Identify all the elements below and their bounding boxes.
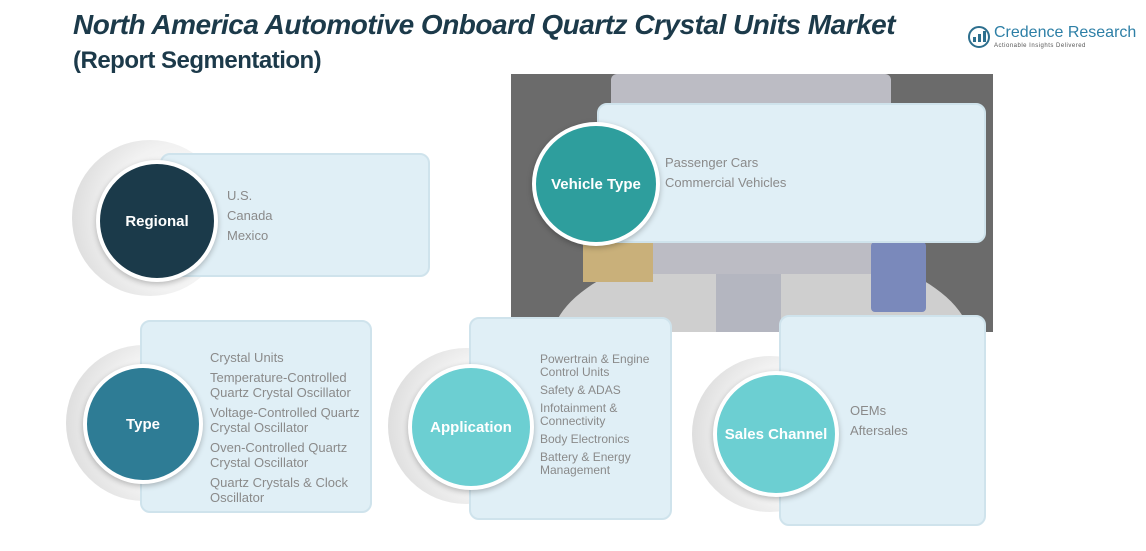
list-item: Canada: [227, 208, 273, 223]
application-items: Powertrain & Engine Control Units Safety…: [540, 353, 665, 482]
list-item: U.S.: [227, 188, 253, 203]
type-circle: Type: [83, 364, 203, 484]
list-item: Oven-Controlled Quartz Crystal Oscillato…: [210, 440, 348, 470]
sales-circle: Sales Channel: [713, 371, 839, 497]
bar-chart-icon: [968, 26, 990, 48]
regional-items: U.S. Canada Mexico: [227, 188, 273, 248]
sales-items: OEMs Aftersales: [850, 403, 908, 443]
title-sub: (Report Segmentation): [73, 47, 322, 74]
vehicle-circle: Vehicle Type: [532, 122, 660, 246]
application-circle: Application: [408, 364, 534, 490]
logo-name: Credence Research: [994, 24, 1137, 41]
list-item: Powertrain & Engine Control Units: [540, 352, 650, 379]
list-item: Voltage-Controlled Quartz Crystal Oscill…: [210, 405, 360, 435]
vehicle-card: [597, 103, 986, 243]
credence-logo: Credence Research Actionable Insights De…: [968, 24, 1136, 50]
list-item: Mexico: [227, 228, 269, 243]
list-item: Aftersales: [850, 423, 908, 438]
list-item: Quartz Crystals & Clock Oscillator: [210, 475, 348, 505]
logo-tagline: Actionable Insights Delivered: [994, 43, 1086, 49]
title-main: North America Automotive Onboard Quartz …: [73, 9, 896, 40]
list-item: OEMs: [850, 403, 887, 418]
list-item: Battery & Energy Management: [540, 450, 631, 477]
vehicle-items: Passenger Cars Commercial Vehicles: [665, 155, 786, 195]
list-item: Infotainment & Connectivity: [540, 401, 618, 428]
list-item: Safety & ADAS: [540, 383, 621, 397]
list-item: Passenger Cars: [665, 155, 759, 170]
list-item: Body Electronics: [540, 432, 630, 446]
page-title: North America Automotive Onboard Quartz …: [73, 8, 953, 78]
list-item: Commercial Vehicles: [665, 175, 787, 190]
list-item: Temperature-Controlled Quartz Crystal Os…: [210, 370, 351, 400]
list-item: Crystal Units: [210, 350, 284, 365]
type-items: Crystal Units Temperature-Controlled Qua…: [210, 350, 370, 510]
regional-circle: Regional: [96, 160, 218, 282]
